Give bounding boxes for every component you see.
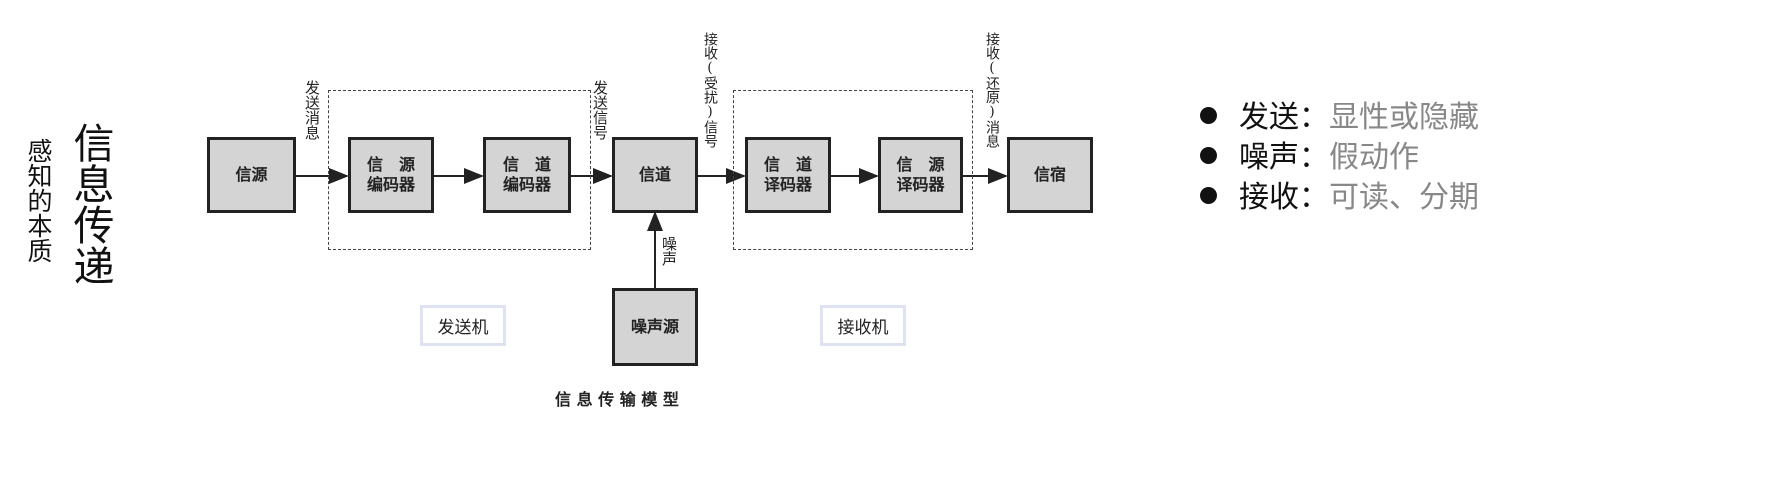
label-send-signal: 发送信号 (591, 80, 609, 140)
bullet-icon (1200, 107, 1217, 124)
box-channel-encoder: 信 道编码器 (483, 137, 571, 213)
box-source: 信源 (207, 137, 296, 213)
bullet-item: 噪声：假动作 (1200, 140, 1419, 176)
receiver-label: 接收机 (820, 305, 906, 346)
label-received-message: 接收(还原)消息 (984, 32, 1000, 148)
box-sink: 信宿 (1007, 137, 1093, 213)
bullet-item: 发送：显性或隐藏 (1200, 100, 1479, 136)
bullet-item: 接收：可读、分期 (1200, 180, 1479, 216)
bullet-icon (1200, 147, 1217, 164)
bullet-icon (1200, 187, 1217, 204)
receiver-group-outline (733, 90, 973, 250)
label-received-signal: 接收(受扰)信号 (702, 32, 718, 148)
box-channel: 信道 (612, 137, 698, 213)
box-source-decoder: 信 源译码器 (878, 137, 963, 213)
page-title: 信息传递 (66, 122, 114, 286)
box-source-encoder: 信 源编码器 (348, 137, 434, 213)
label-send-message: 发送消息 (303, 80, 321, 140)
label-noise: 噪声 (660, 236, 678, 266)
subtitle: 感知的本质 (24, 138, 53, 263)
box-noise-source: 噪声源 (612, 288, 698, 366)
diagram-caption: 信 息 传 输 模 型 (555, 390, 679, 409)
transmitter-label: 发送机 (420, 305, 506, 346)
box-channel-decoder: 信 道译码器 (745, 137, 831, 213)
transmitter-group-outline (328, 90, 591, 250)
